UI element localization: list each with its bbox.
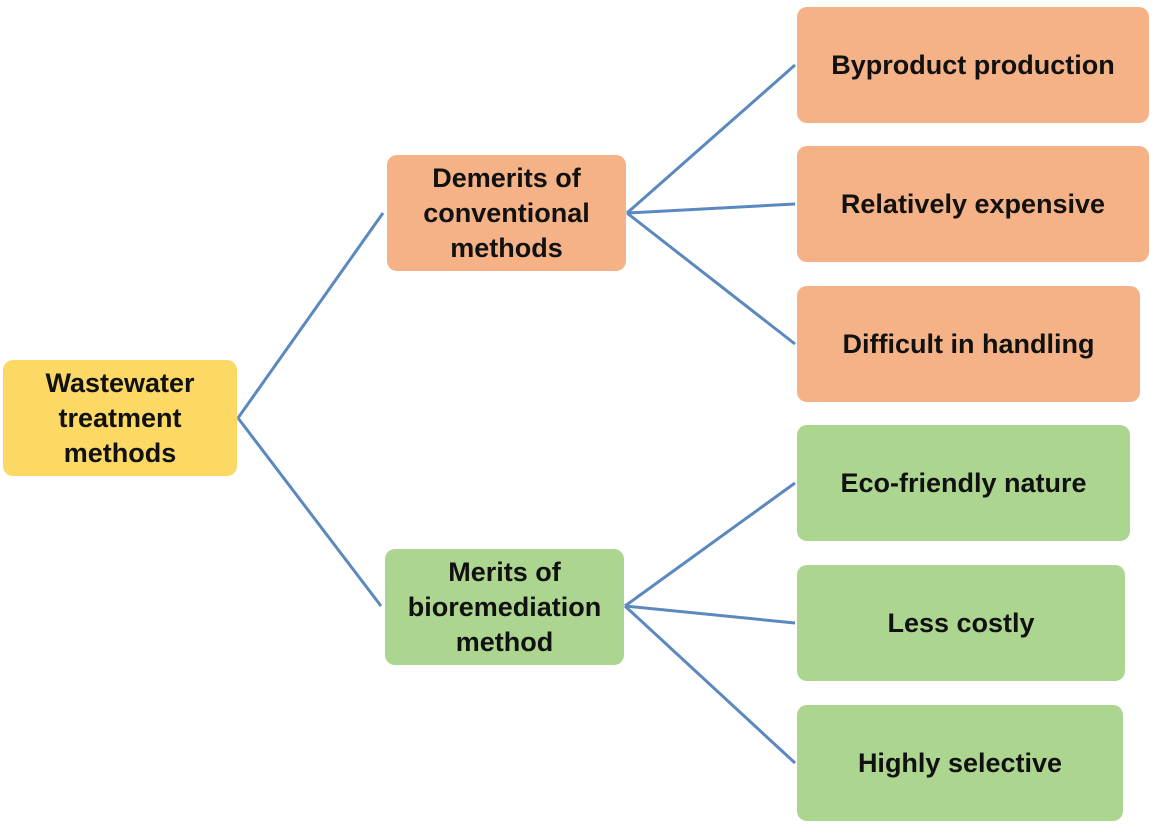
demerits-node: Demerits of conventional methods [387,155,626,271]
connector-demerits-item-1 [626,63,796,215]
connector-demerits-item-2 [626,202,796,215]
connector-merits-item-3 [623,604,797,765]
root-label: Wastewater treatment methods [45,367,195,468]
demerit-item-expensive: Relatively expensive [797,146,1149,262]
demerit-item-label: Relatively expensive [840,188,1106,219]
merits-node: Merits of bioremediation method [385,549,624,665]
demerits-label: Demerits of conventional methods [423,162,590,263]
merit-item-label: Highly selective [857,747,1063,778]
merit-item-eco-friendly: Eco-friendly nature [797,425,1130,541]
merit-item-label: Eco-friendly nature [840,467,1087,498]
demerit-item-byproduct: Byproduct production [797,7,1149,123]
merits-label: Merits of bioremediation method [407,556,602,657]
connector-root-demerits [236,212,385,419]
root-node: Wastewater treatment methods [3,360,237,476]
merit-item-label: Less costly [887,607,1035,638]
demerit-item-label: Byproduct production [831,49,1115,80]
connector-demerits-item-3 [626,211,796,346]
demerit-item-label: Difficult in handling [842,328,1095,359]
merit-item-less-costly: Less costly [797,565,1125,681]
merit-item-selective: Highly selective [797,705,1123,821]
demerit-item-handling: Difficult in handling [797,286,1140,402]
connector-merits-item-2 [624,604,796,625]
connector-root-merits [236,417,383,607]
connector-merits-item-1 [624,481,796,608]
